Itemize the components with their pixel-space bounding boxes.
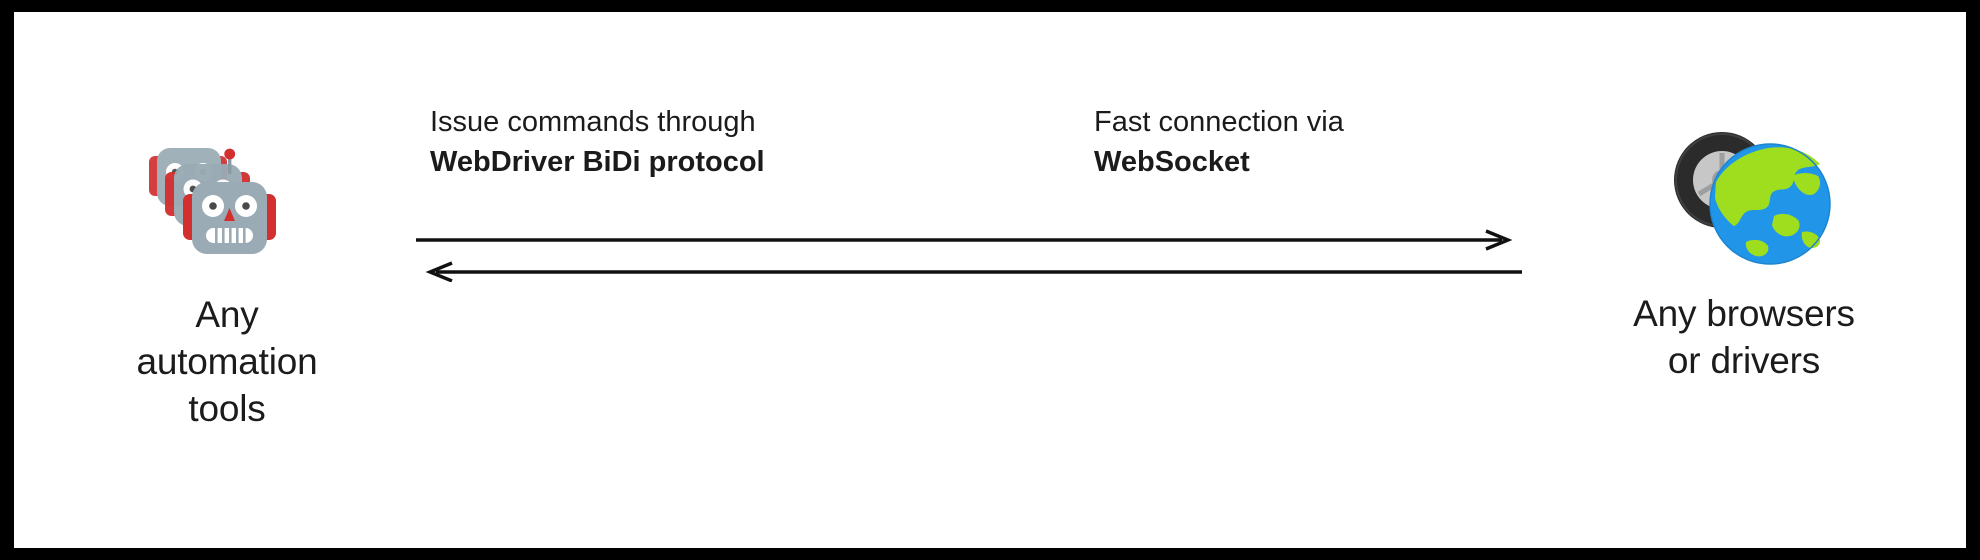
node-browsers-drivers-label: Any browsers or drivers xyxy=(1579,290,1909,384)
connection-label-transport: Fast connection via WebSocket xyxy=(1094,102,1344,182)
arrow-right xyxy=(416,229,1513,251)
node-browsers-drivers-label-line-1: Any browsers xyxy=(1633,293,1855,334)
connection-arrows xyxy=(414,212,1524,282)
node-automation-tools-label-line-3: tools xyxy=(188,388,266,429)
connection-label-commands: Issue commands through WebDriver BiDi pr… xyxy=(430,102,765,182)
globe-icon-part xyxy=(1708,143,1831,265)
arrow-left xyxy=(425,261,1522,282)
globe-and-wheel-icon-glyph xyxy=(1673,132,1831,265)
node-browsers-drivers: Any browsers or drivers xyxy=(1579,120,1909,384)
node-automation-tools-label-line-1: Any xyxy=(195,294,259,335)
robot-icon-glyph xyxy=(149,148,276,254)
node-automation-tools-label-line-2: automation xyxy=(136,341,318,382)
node-automation-tools: Any automation tools xyxy=(62,142,392,432)
node-browsers-drivers-label-line-2: or drivers xyxy=(1667,340,1821,381)
connection-label-transport-line-2: WebSocket xyxy=(1094,146,1250,178)
node-automation-tools-label: Any automation tools xyxy=(62,291,392,432)
connection-label-transport-line-1: Fast connection via xyxy=(1094,106,1344,138)
connection-label-commands-line-2: WebDriver BiDi protocol xyxy=(430,146,765,178)
connection-arrows-glyph xyxy=(416,229,1522,282)
diagram-canvas: Any automation tools Issue commands thro… xyxy=(14,12,1966,548)
robot-icon xyxy=(127,142,327,277)
globe-and-wheel-icon xyxy=(1642,120,1847,280)
connection-label-commands-line-1: Issue commands through xyxy=(430,106,756,138)
